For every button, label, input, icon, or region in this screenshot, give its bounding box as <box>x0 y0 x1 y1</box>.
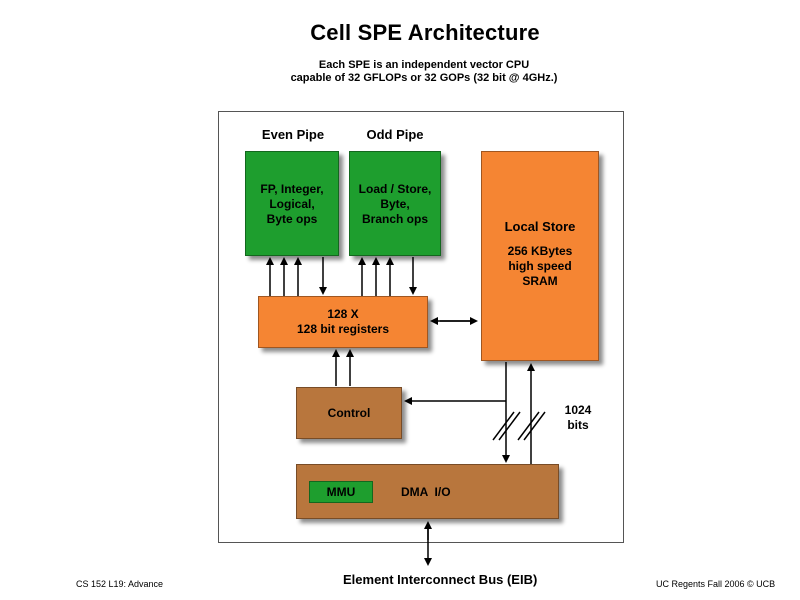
odd-pipe-box: Load / Store, Byte, Branch ops <box>349 151 441 256</box>
local-store-title: Local Store <box>504 219 576 234</box>
odd-pipe-line-2: Byte, <box>380 197 410 211</box>
register-line-2: 128 bit registers <box>296 322 390 336</box>
odd-pipe-line-1: Load / Store, <box>358 182 432 196</box>
local-store-line-2: high speed <box>508 259 572 273</box>
register-file-box: 128 X 128 bit registers <box>258 296 428 348</box>
page-title: Cell SPE Architecture <box>310 20 540 45</box>
page-subtitle: Each SPE is an independent vector CPU ca… <box>0 59 800 85</box>
even-pipe-line-2: Logical, <box>269 197 315 211</box>
even-pipe-line-1: FP, Integer, <box>260 182 324 196</box>
local-store-line-1: 256 KBytes <box>507 244 573 258</box>
bus-width-label: 1024 bits <box>560 403 596 433</box>
mmu-box: MMU <box>309 481 373 503</box>
local-store-line-3: SRAM <box>522 274 558 288</box>
odd-pipe-label: Odd Pipe <box>366 127 424 142</box>
register-line-1: 128 X <box>327 307 359 321</box>
subtitle-line-2: capable of 32 GFLOPs or 32 GOPs (32 bit … <box>290 72 558 84</box>
dma-io-label: DMA I/O <box>401 485 451 499</box>
control-box: Control <box>296 387 402 439</box>
bus-width-unit: bits <box>567 418 589 432</box>
footer-copyright: UC Regents Fall 2006 © UCB <box>656 579 776 589</box>
eib-label: Element Interconnect Bus (EIB) <box>343 572 538 587</box>
subtitle-line-1: Each SPE is an independent vector CPU <box>318 59 530 71</box>
footer-course: CS 152 L19: Advance <box>76 579 164 589</box>
dma-io-box: MMU DMA I/O <box>296 464 559 519</box>
odd-pipe-line-3: Branch ops <box>361 212 428 226</box>
local-store-box: Local Store 256 KBytes high speed SRAM <box>481 151 599 361</box>
even-pipe-label: Even Pipe <box>261 127 325 142</box>
even-pipe-line-3: Byte ops <box>266 212 318 226</box>
bus-width-value: 1024 <box>564 403 592 417</box>
even-pipe-box: FP, Integer, Logical, Byte ops <box>245 151 339 256</box>
